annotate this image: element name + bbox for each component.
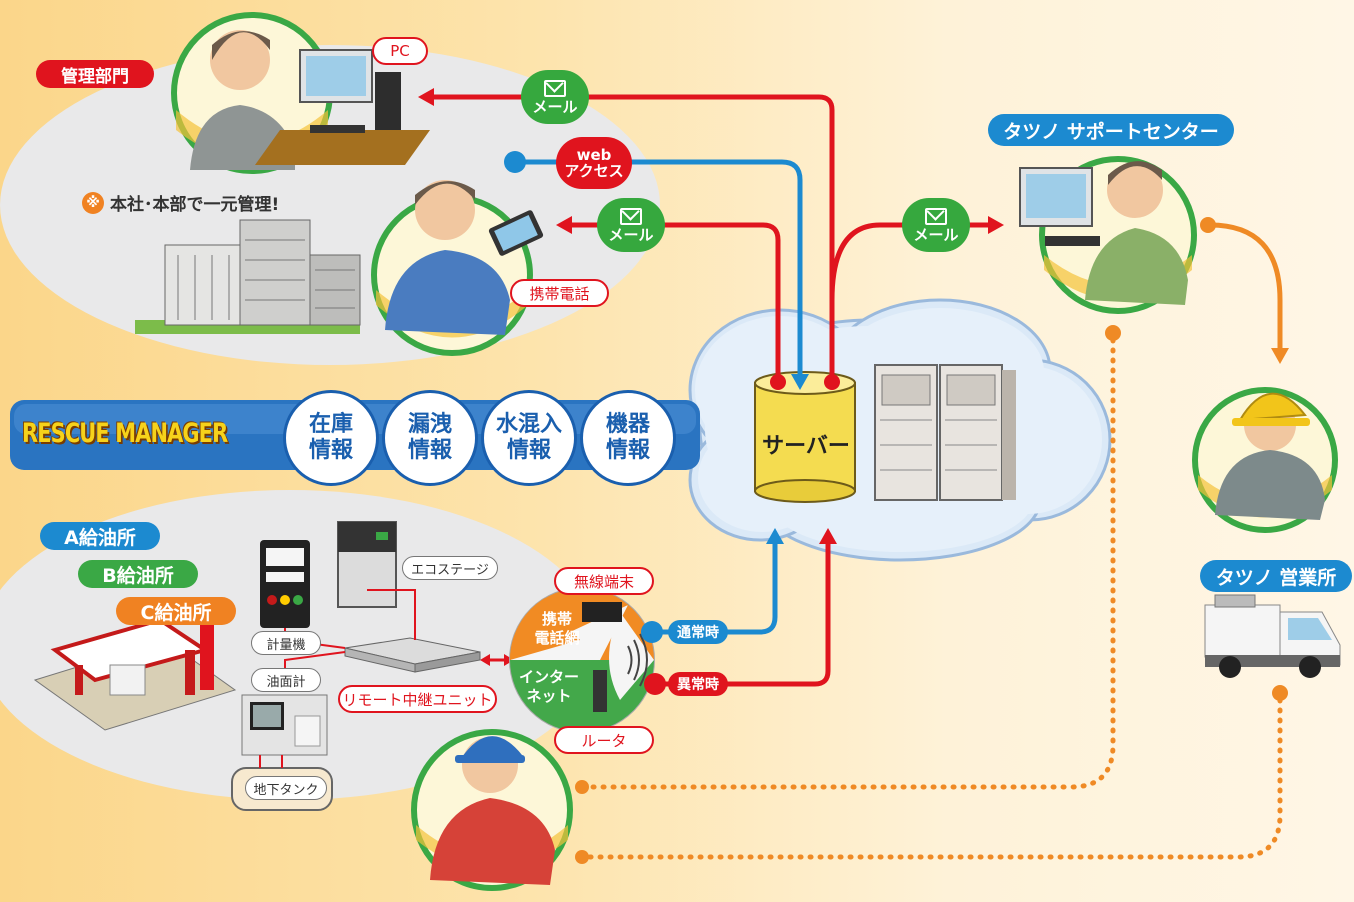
- central-management-text: 本社･本部で一元管理!: [110, 195, 280, 215]
- abnormal-endpoint: [644, 673, 666, 695]
- mail-label: メール: [913, 225, 959, 244]
- network-circle: [509, 587, 655, 733]
- dispenser-label: 計量機: [251, 631, 321, 655]
- abnormal-time-label: 異常時: [668, 672, 728, 696]
- field-worker-portrait: [1192, 387, 1338, 533]
- admin-dept-label: 管理部門: [36, 60, 154, 88]
- sales-office-label: タツノ 営業所: [1200, 560, 1352, 592]
- web-label: web: [576, 146, 612, 164]
- support-center-operator-portrait: [1019, 156, 1197, 314]
- mobile-network-label: 携帯 電話網: [534, 610, 580, 647]
- phone-dotted-lines: [587, 337, 1283, 860]
- router-label: ルータ: [554, 726, 654, 754]
- underground-tank-label: 地下タンク: [245, 776, 327, 800]
- info-stock: 在庫 情報: [283, 390, 379, 486]
- tank-gauge-label: 油面計: [251, 668, 321, 692]
- headquarters-building-icon: [135, 219, 361, 334]
- mobile-user-portrait: [371, 180, 544, 356]
- support-center-label: タツノ サポートセンター: [988, 114, 1234, 146]
- eco-stage-unit-icon: [337, 521, 397, 608]
- normal-time-label: 通常時: [668, 620, 728, 644]
- rescue-manager-title: RESCUE MANAGER: [22, 418, 228, 449]
- note-mark-icon: ※: [82, 191, 104, 214]
- normal-endpoint: [641, 621, 663, 643]
- mobile-phone-label: 携帯電話: [510, 279, 609, 307]
- pc-label: PC: [372, 37, 428, 65]
- info-equipment: 機器 情報: [580, 390, 676, 486]
- wireless-terminal-label: 無線端末: [554, 567, 654, 595]
- envelope-icon: [925, 207, 947, 225]
- station-c-label: C給油所: [116, 597, 236, 625]
- service-truck-icon: [1204, 594, 1341, 678]
- info-water: 水混入 情報: [481, 390, 577, 486]
- mail-badge-mobile: メール: [597, 198, 665, 252]
- server-rack-icon: [874, 364, 1016, 501]
- central-management-note: ※ 本社･本部で一元管理!: [82, 190, 279, 215]
- info-leak: 漏洩 情報: [382, 390, 478, 486]
- station-staff-portrait: [411, 729, 573, 891]
- connection-lines: [427, 94, 1283, 687]
- mail-label: メール: [532, 97, 578, 116]
- gas-station-icon: [33, 617, 237, 731]
- relay-unit-icon: [344, 637, 481, 673]
- eco-stage-label: エコステージ: [402, 556, 498, 580]
- relay-unit-label: リモート中継ユニット: [338, 685, 497, 713]
- mail-badge-support: メール: [902, 198, 970, 252]
- mail-label: メール: [608, 225, 654, 244]
- internet-label: インター ネット: [518, 668, 579, 705]
- envelope-icon: [620, 207, 642, 225]
- access-label: アクセス: [564, 162, 624, 180]
- envelope-icon: [544, 79, 566, 97]
- station-b-label: B給油所: [78, 560, 198, 588]
- mail-badge-pc: メール: [521, 70, 589, 124]
- tank-gauge-icon: [241, 694, 328, 756]
- station-a-label: A給油所: [40, 522, 160, 550]
- server-cylinder-icon: [754, 371, 856, 503]
- web-access-badge: web アクセス: [556, 137, 632, 189]
- pc-user-portrait: [171, 12, 430, 174]
- fuel-dispenser-icon: [260, 540, 310, 628]
- server-label: サーバー: [762, 434, 850, 459]
